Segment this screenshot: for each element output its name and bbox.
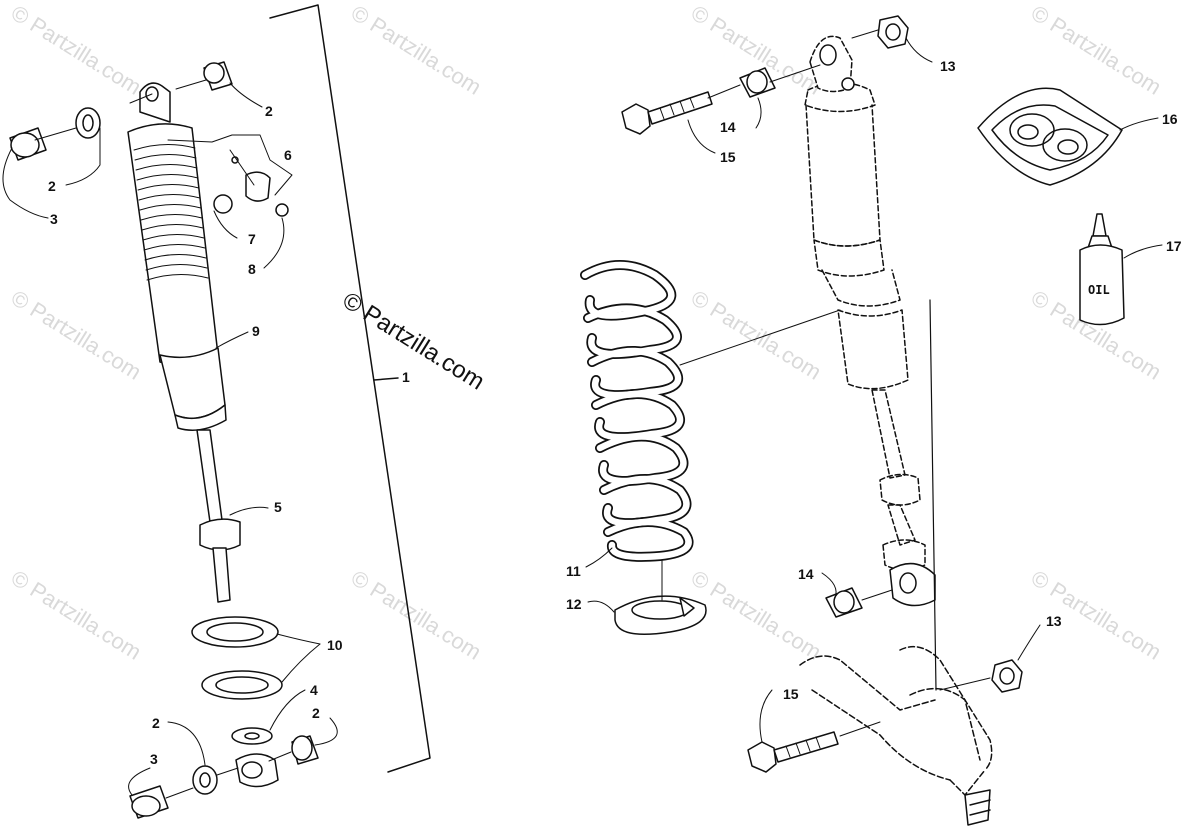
left-shock-body	[127, 123, 227, 431]
spacer-bottom	[825, 587, 863, 618]
left-shock-top-eye	[139, 82, 171, 123]
bolt-top	[621, 91, 713, 135]
callout-1: 1	[402, 369, 410, 385]
bolt-bottom	[747, 731, 839, 773]
callout-17: 17	[1166, 238, 1182, 254]
callout-15: 15	[783, 686, 799, 702]
callout-14: 14	[798, 566, 814, 582]
coil-spring-inner	[581, 261, 692, 561]
callout-6: 6	[284, 147, 292, 163]
nut-top	[877, 15, 909, 49]
bushing-top-mid	[75, 107, 101, 139]
valve-cap	[275, 203, 289, 217]
o-ring	[213, 194, 233, 214]
spring-retainer	[614, 595, 707, 635]
callout-13: 13	[1046, 613, 1062, 629]
callout-11: 11	[566, 563, 581, 579]
right-shock-bottom-eye	[889, 562, 936, 607]
a-arm-pivot	[964, 789, 991, 826]
callout-2: 2	[312, 705, 320, 721]
right-shock-top-eye	[809, 35, 855, 93]
oil-bottle-label: OIL	[1088, 283, 1110, 297]
callout-14: 14	[720, 119, 736, 135]
assembly-bracket	[269, 4, 431, 773]
bushing-bottom-right	[291, 735, 319, 765]
callout-13: 13	[940, 58, 956, 74]
bushing-top-right	[203, 61, 233, 91]
callout-7: 7	[248, 231, 256, 247]
left-shock-shaft	[196, 429, 241, 603]
nut-bottom	[991, 659, 1023, 693]
callout-9: 9	[252, 323, 260, 339]
washer	[231, 727, 273, 745]
callout-2: 2	[152, 715, 160, 731]
callout-2: 2	[265, 103, 273, 119]
valve-stem	[231, 156, 271, 202]
bushing-bottom-left	[129, 785, 169, 819]
collar-ring-upper	[191, 616, 279, 648]
oil-bottle	[1079, 213, 1125, 326]
callout-2: 2	[48, 178, 56, 194]
collar-ring-lower	[201, 670, 283, 700]
callout-3: 3	[50, 211, 58, 227]
callout-5: 5	[274, 499, 282, 515]
bushing-top-left	[9, 127, 47, 161]
callout-3: 3	[150, 751, 158, 767]
callout-15: 15	[720, 149, 736, 165]
callout-10: 10	[327, 637, 343, 653]
callout-4: 4	[310, 682, 318, 698]
callout-16: 16	[1162, 111, 1178, 127]
left-shock-bottom-eye	[235, 753, 279, 788]
callout-12: 12	[566, 596, 582, 612]
seal-kit-bag	[977, 87, 1123, 186]
right-shock-assembled	[804, 81, 926, 571]
bushing-bottom-mid	[192, 765, 218, 795]
a-arm-mount	[799, 645, 993, 796]
callout-8: 8	[248, 261, 256, 277]
spacer-top	[739, 67, 776, 98]
